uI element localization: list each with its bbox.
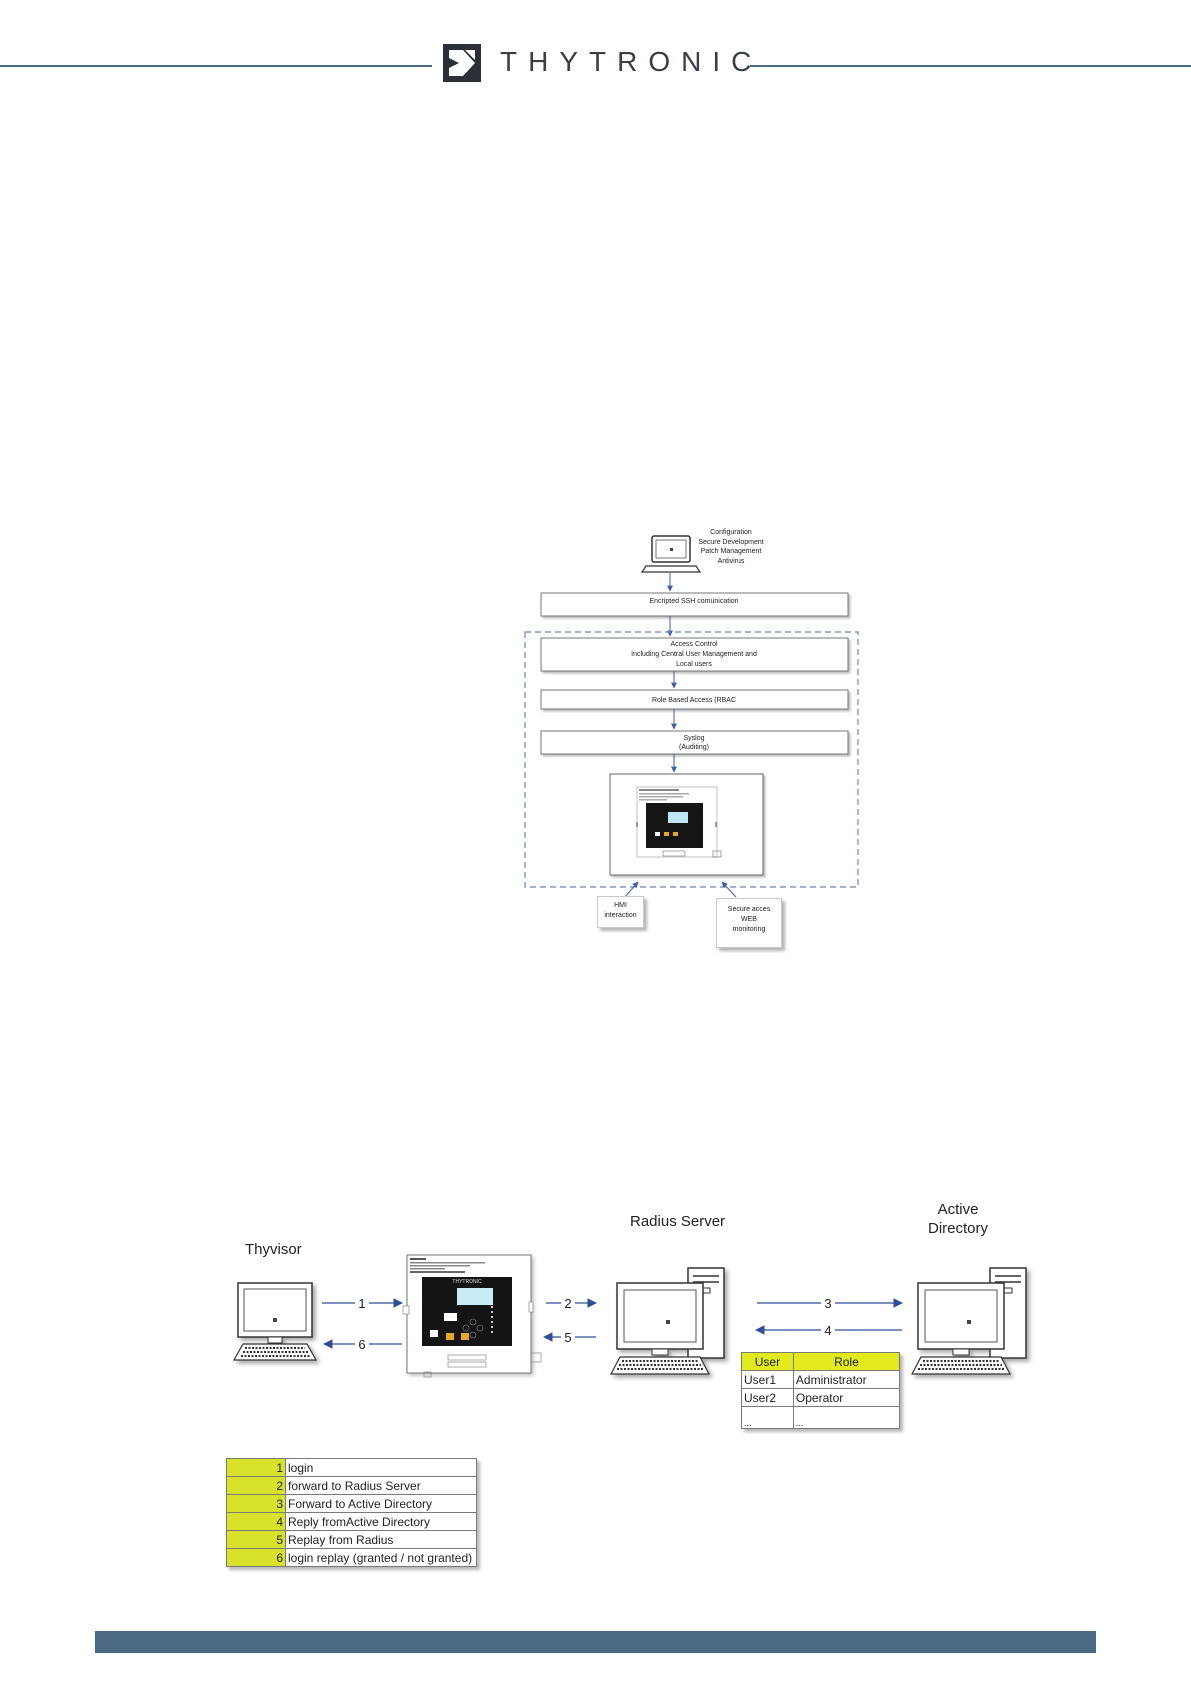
security-perimeter: [524, 631, 859, 888]
cell-user: User1: [741, 1370, 794, 1389]
list-item: 1 login: [226, 1458, 477, 1477]
protection-relay-device: THYTRONIC: [402, 1254, 542, 1378]
thytronic-logo-icon: [443, 44, 481, 82]
user-role-table: User Role User1 Administrator User2 Oper…: [741, 1352, 901, 1429]
cell-user: ...: [741, 1406, 794, 1429]
thyvisor-label: Thyvisor: [245, 1241, 302, 1258]
table-row: User1 Administrator: [741, 1370, 901, 1389]
list-item: 6 login replay (granted / not granted): [226, 1548, 477, 1567]
step-number: 4: [226, 1512, 286, 1531]
steps-legend-table: 1 login 2 forward to Radius Server 3 For…: [226, 1458, 477, 1567]
step-number: 6: [226, 1548, 286, 1567]
device-brand-text: THYTRONIC: [452, 1279, 482, 1285]
flow-arrow-6: 6: [323, 1337, 402, 1352]
step-text: forward to Radius Server: [285, 1476, 477, 1495]
rbac-box-label: Role Based Access (RBAC: [652, 697, 736, 704]
hmi-line-2: interaction: [604, 912, 637, 919]
step-number: 5: [226, 1530, 286, 1549]
flow-arrow-1: 1: [322, 1296, 403, 1311]
cell-role: Administrator: [792, 1370, 901, 1389]
header-rule-right: [750, 65, 1191, 67]
flow-arrow-2-label: 2: [564, 1296, 571, 1311]
syslog-line-1: Syslog: [683, 735, 704, 742]
flow-arrow-2: 2: [546, 1296, 597, 1311]
footer-bar: [95, 1631, 1096, 1653]
cell-role: Operator: [792, 1388, 901, 1407]
access-control-line-1: Access Control: [670, 641, 718, 648]
laptop-note-2: Secure Development: [698, 539, 763, 546]
brand-name: THYTRONIC: [500, 46, 763, 77]
flow-arrow-5: 5: [543, 1330, 596, 1345]
radius-server-computer-icon: [610, 1267, 725, 1375]
syslog-box: [540, 730, 849, 755]
table-row: User2 Operator: [741, 1388, 901, 1407]
list-item: 2 forward to Radius Server: [226, 1476, 477, 1495]
flow-arrow-4-label: 4: [824, 1323, 831, 1338]
cell-user: User2: [741, 1388, 794, 1407]
hmi-line-1: HMI: [614, 902, 627, 909]
access-control-line-3: Local users: [676, 661, 712, 668]
step-number: 2: [226, 1476, 286, 1495]
step-text: Replay from Radius: [285, 1530, 477, 1549]
step-text: Reply fromActive Directory: [285, 1512, 477, 1531]
active-directory-computer-icon: [911, 1267, 1027, 1375]
header-rule-left: [0, 65, 432, 67]
step-text: login: [285, 1458, 477, 1477]
thyvisor-computer-icon: [232, 1282, 318, 1361]
web-line-2: WEB: [741, 916, 757, 923]
list-item: 5 Replay from Radius: [226, 1530, 477, 1549]
table-row: ... ...: [741, 1406, 901, 1429]
step-text: login replay (granted / not granted): [285, 1548, 477, 1567]
web-line-1: Secure acces: [727, 906, 771, 913]
column-header-role: Role: [792, 1352, 901, 1371]
flow-arrow-5-label: 5: [564, 1330, 571, 1345]
step-text: Forward to Active Directory: [285, 1494, 477, 1513]
flow-arrow-3-label: 3: [824, 1296, 831, 1311]
cell-role: ...: [792, 1406, 901, 1429]
step-number: 1: [226, 1458, 286, 1477]
table-header-row: User Role: [741, 1352, 901, 1371]
flow-arrow-3: 3: [757, 1296, 903, 1311]
step-number: 3: [226, 1494, 286, 1513]
syslog-line-2: (Auditing): [679, 744, 709, 751]
ssh-box: [540, 592, 849, 617]
laptop-note-4: Antivirus: [718, 558, 745, 565]
ssh-box-label: Encripted SSH comunication: [649, 598, 738, 605]
rbac-box: [540, 689, 849, 710]
radius-server-label: Radius Server: [630, 1213, 725, 1230]
protection-relay-device-small: [609, 773, 764, 876]
active-directory-label-1: Active: [938, 1201, 979, 1218]
access-control-box: [540, 637, 849, 672]
flow-arrow-6-label: 6: [358, 1337, 365, 1352]
laptop-icon: [640, 535, 702, 573]
access-control-line-2: Including Central User Management and: [631, 651, 757, 658]
laptop-note-1: Configuration: [710, 529, 752, 536]
column-header-user: User: [741, 1352, 794, 1371]
laptop-note-3: Patch Management: [701, 548, 762, 555]
web-line-3: monitoring: [732, 926, 766, 933]
hmi-interaction-note: HMI interaction: [597, 896, 644, 928]
list-item: 4 Reply fromActive Directory: [226, 1512, 477, 1531]
web-monitoring-note: Secure acces WEB monitoring: [716, 898, 782, 948]
active-directory-label-2: Directory: [928, 1220, 989, 1237]
flow-arrow-4: 4: [755, 1323, 902, 1338]
list-item: 3 Forward to Active Directory: [226, 1494, 477, 1513]
flow-arrow-1-label: 1: [358, 1296, 365, 1311]
